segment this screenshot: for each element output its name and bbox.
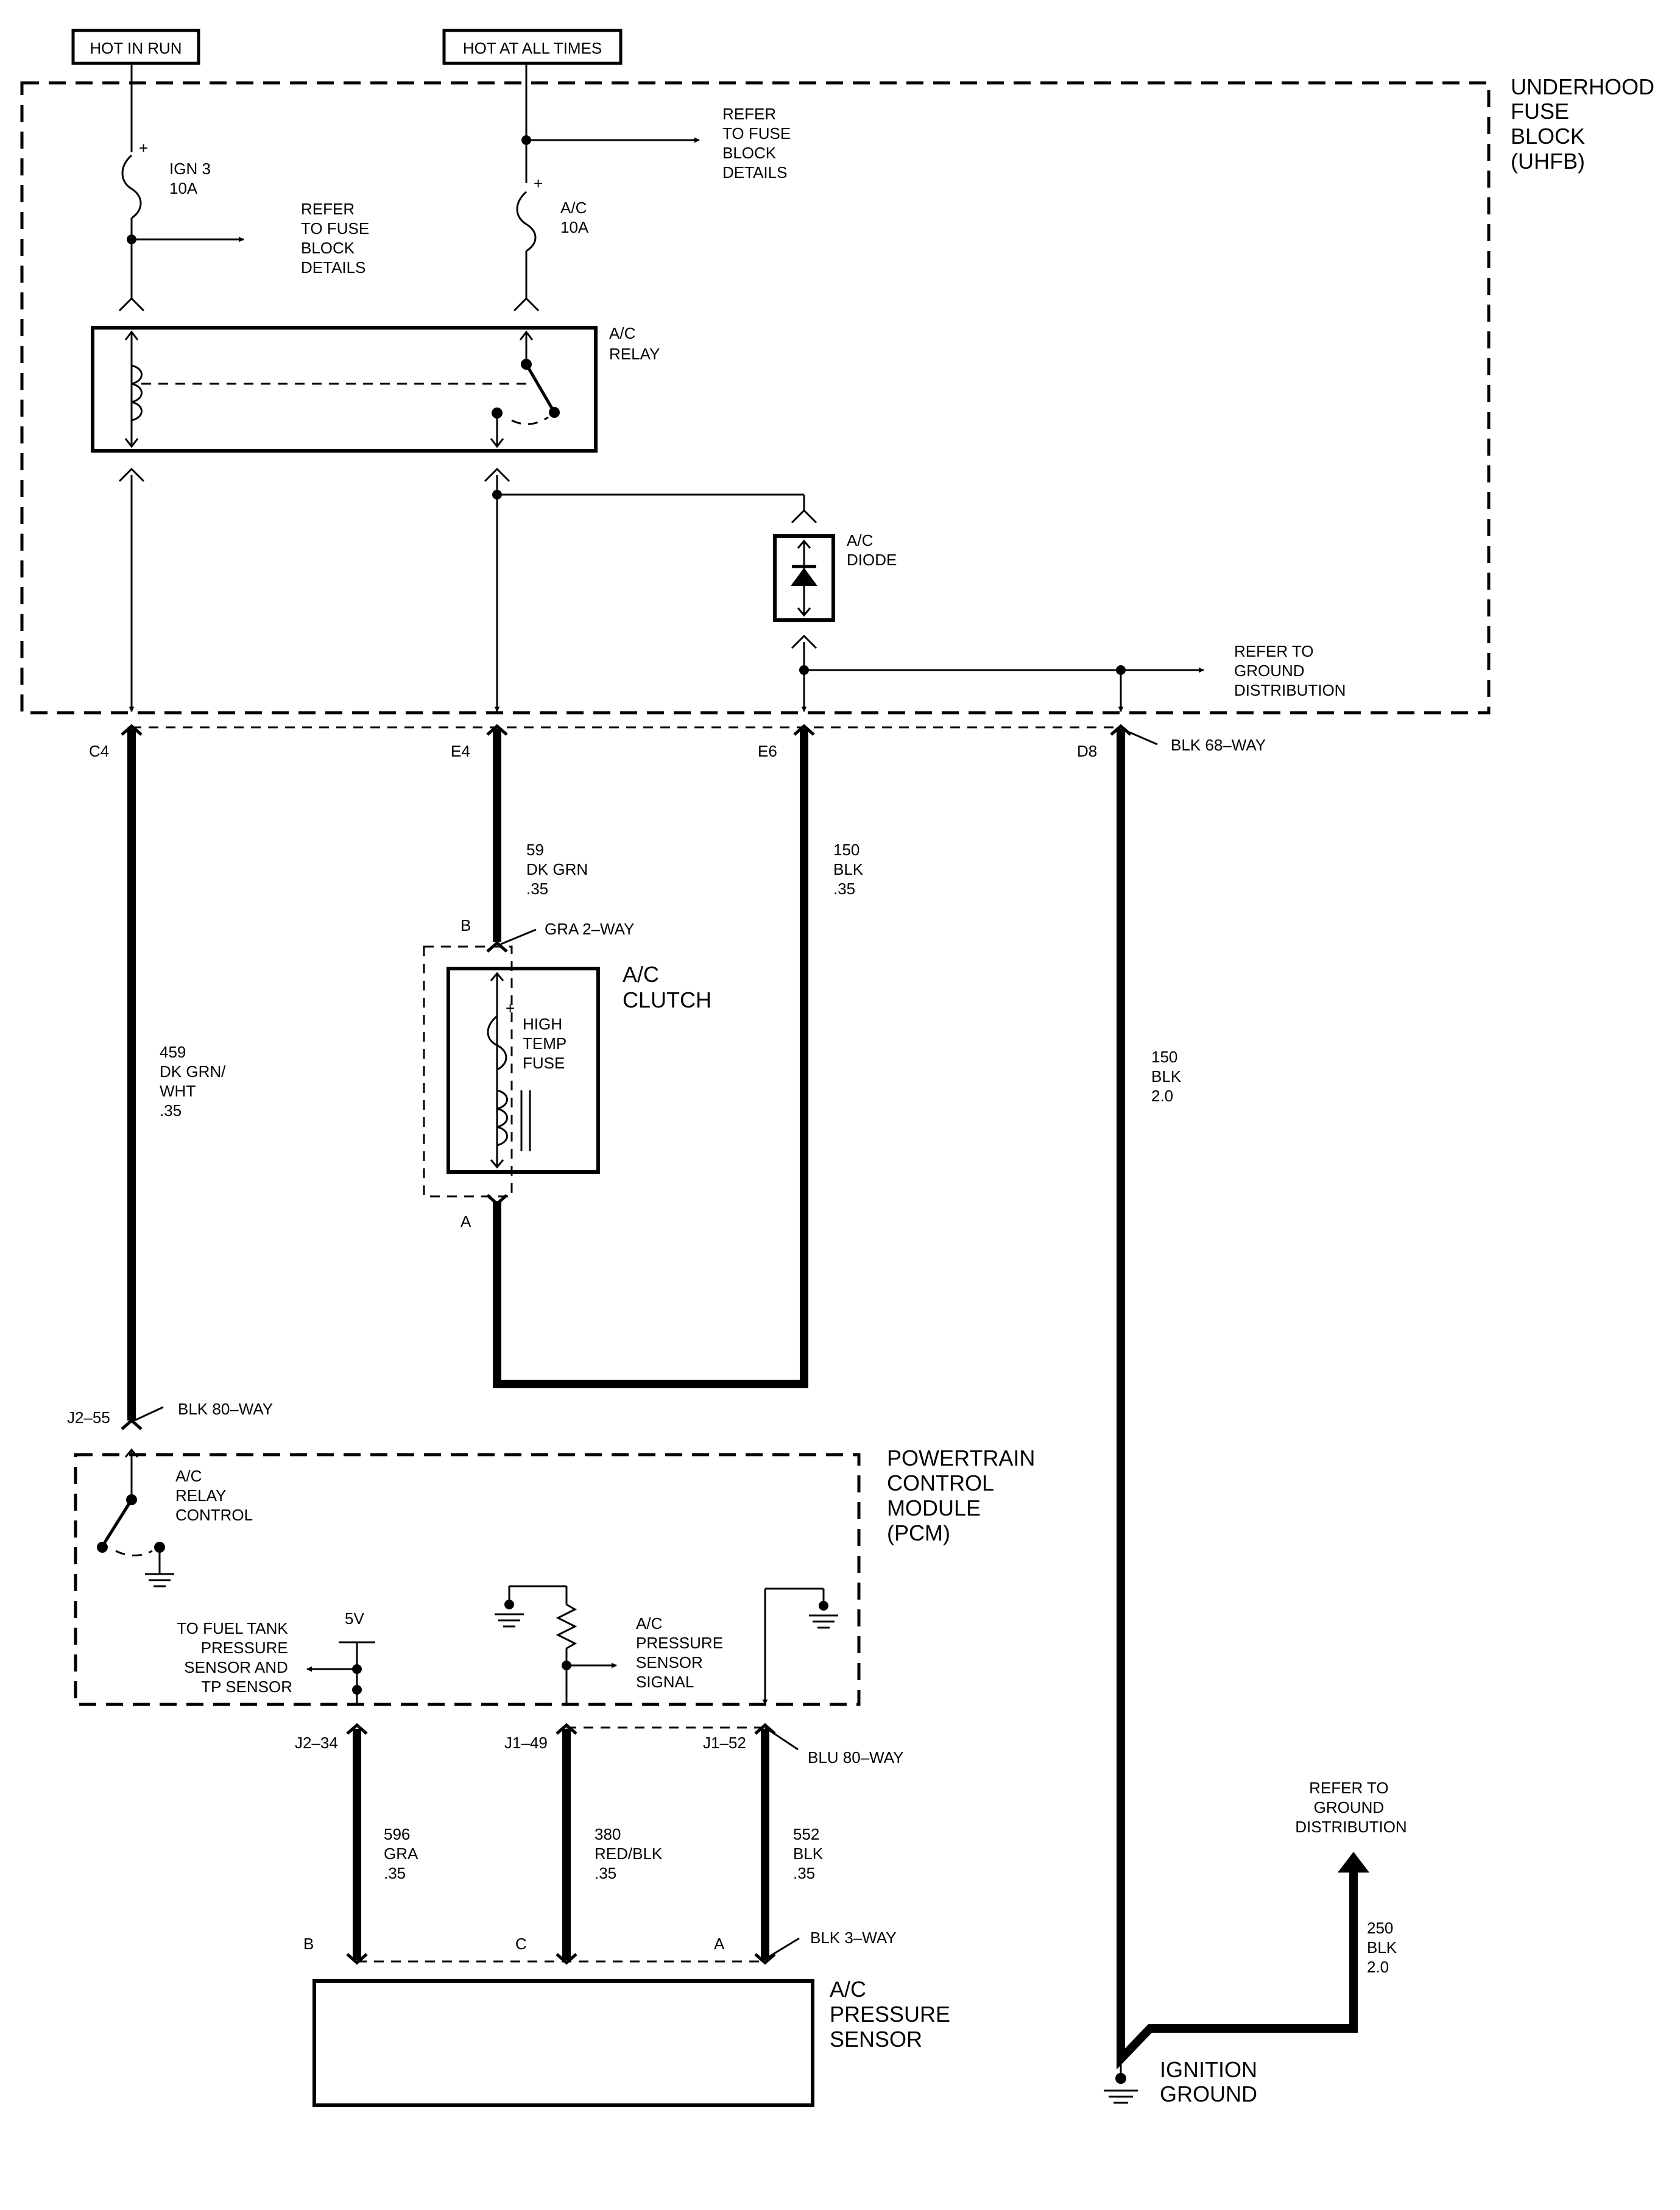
ign3-fuse-label: IGN 3 10A — [169, 160, 215, 197]
sensor-pin-c: C — [515, 1935, 527, 1953]
pin-j2-34: J2–34 — [295, 1734, 338, 1752]
refer-fuse-block-label-1: REFER TO FUSE BLOCK DETAILS — [301, 200, 373, 277]
ground-distribution-arrow — [1338, 1852, 1369, 1873]
sensor-pin-a: A — [714, 1935, 725, 1953]
five-volt-reference — [306, 1641, 375, 1706]
ign3-fuse: + — [118, 63, 244, 312]
wire-380-label: 380 RED/BLK .35 — [595, 1825, 667, 1882]
wire-59-label: 59 DK GRN .35 — [526, 841, 592, 898]
clutch-connector-label: GRA 2–WAY — [545, 920, 634, 938]
pcm-bottom-pins — [346, 1723, 799, 1751]
pin-j1-49: J1–49 — [504, 1734, 548, 1752]
sensor-connector-label: BLK 3–WAY — [810, 1929, 897, 1947]
ac-relay-label: A/C RELAY — [609, 324, 660, 363]
sensor-pin-b: B — [303, 1935, 314, 1953]
ac-fuse: + — [513, 63, 700, 312]
sensor-connector-pins — [346, 1937, 800, 1965]
ignition-ground-icon — [1104, 2059, 1138, 2104]
pin-c4: C4 — [89, 742, 109, 760]
relay-control-switch — [97, 1448, 174, 1587]
wire-596-label: 596 GRA .35 — [384, 1825, 422, 1882]
pin-e4: E4 — [451, 742, 470, 760]
uhfb-connector-label: BLK 68–WAY — [1171, 736, 1266, 754]
refer-ground-distribution-label-1: REFER TO GROUND DISTRIBUTION — [1234, 642, 1346, 699]
pcm-j2-55-pin — [121, 1406, 164, 1430]
ac-fuse-label: A/C 10A — [560, 199, 591, 236]
pcm-label: POWERTRAIN CONTROL MODULE (PCM) — [887, 1446, 1041, 1545]
ac-diode — [773, 534, 835, 622]
clutch-connector-leader — [500, 928, 537, 945]
pcm-outline — [74, 1453, 861, 1706]
svg-text:+: + — [506, 999, 515, 1017]
refer-fuse-block-label-2: REFER TO FUSE BLOCK DETAILS — [722, 105, 795, 182]
pressure-signal-circuit — [495, 1585, 617, 1706]
sensor-ground-circuit — [762, 1587, 838, 1705]
uhfb-outline — [20, 81, 1491, 715]
pressure-signal-label: A/C PRESSURE SENSOR SIGNAL — [636, 1614, 727, 1691]
ac-pressure-sensor-label: A/C PRESSURE SENSOR — [830, 1977, 956, 2052]
wire-250-label: 250 BLK 2.0 — [1367, 1919, 1401, 1976]
relay-output-wires — [118, 467, 817, 712]
pin-j2-55: J2–55 — [67, 1408, 110, 1427]
wire-459-label: 459 DK GRN/ WHT .35 — [160, 1043, 230, 1120]
wire-150-clutch-label: 150 BLK .35 — [833, 841, 867, 898]
hot-in-run-label: HOT IN RUN — [71, 29, 200, 65]
ac-clutch: + — [446, 941, 600, 1206]
refer-ground-distribution-label-2: REFER TO GROUND DISTRIBUTION — [1295, 1779, 1406, 1836]
pin-d8: D8 — [1077, 742, 1097, 760]
pin-e6: E6 — [758, 742, 777, 760]
ignition-ground-label: IGNITION GROUND — [1160, 2057, 1263, 2106]
svg-text:HOT AT ALL TIMES: HOT AT ALL TIMES — [463, 39, 602, 57]
pcm-connector-blk-label: BLK 80–WAY — [178, 1400, 273, 1418]
relay-control-label: A/C RELAY CONTROL — [175, 1467, 253, 1524]
ac-diode-label: A/C DIODE — [847, 531, 897, 569]
ac-relay — [91, 326, 598, 453]
five-volt-label: 5V — [345, 1609, 364, 1628]
ac-pressure-sensor-box — [312, 1979, 814, 2107]
wire-150-clutch — [493, 729, 808, 1388]
ac-clutch-outline — [423, 945, 513, 1198]
svg-text:+: + — [139, 139, 148, 157]
svg-text:+: + — [534, 174, 543, 192]
wire-150-ground-label: 150 BLK 2.0 — [1151, 1048, 1185, 1105]
diode-output-wire — [791, 634, 1204, 712]
clutch-pin-a: A — [461, 1212, 471, 1230]
fuel-tank-label: TO FUEL TANK PRESSURE SENSOR AND TP SENS… — [177, 1619, 292, 1696]
wire-552-label: 552 BLK .35 — [793, 1825, 827, 1882]
pcm-connector-blu-label: BLU 80–WAY — [808, 1748, 904, 1767]
hot-at-all-times-label: HOT AT ALL TIMES — [442, 29, 623, 65]
clutch-pin-b: B — [461, 916, 471, 934]
high-temp-fuse-label: HIGH TEMP FUSE — [523, 1015, 571, 1072]
uhfb-connector-pins — [121, 724, 1158, 746]
svg-text:HOT IN RUN: HOT IN RUN — [90, 39, 182, 57]
uhfb-label: UNDERHOOD FUSE BLOCK (UHFB) — [1511, 74, 1661, 174]
pin-j1-52: J1–52 — [703, 1734, 746, 1752]
wire-150-ground — [1117, 729, 1358, 2070]
ac-clutch-label: A/C CLUTCH — [623, 962, 711, 1012]
